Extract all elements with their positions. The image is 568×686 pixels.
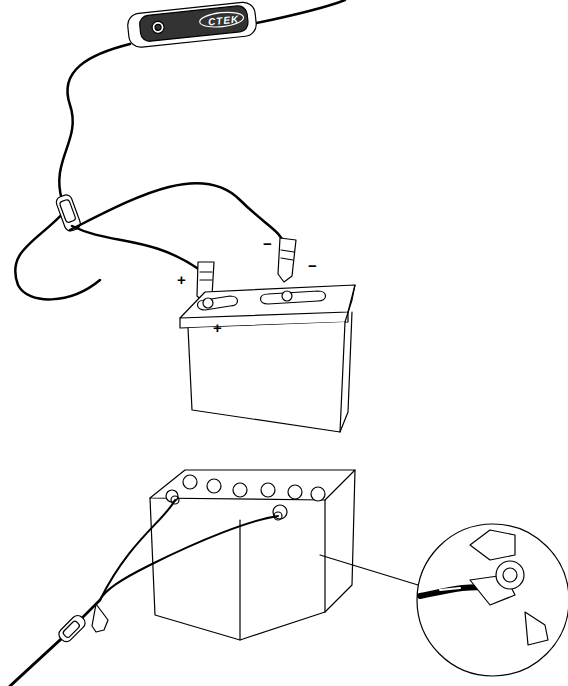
polarity-sign: − xyxy=(308,258,317,273)
polarity-sign: + xyxy=(177,272,186,287)
polarity-sign: + xyxy=(213,320,222,335)
polarity-sign: − xyxy=(263,236,272,251)
